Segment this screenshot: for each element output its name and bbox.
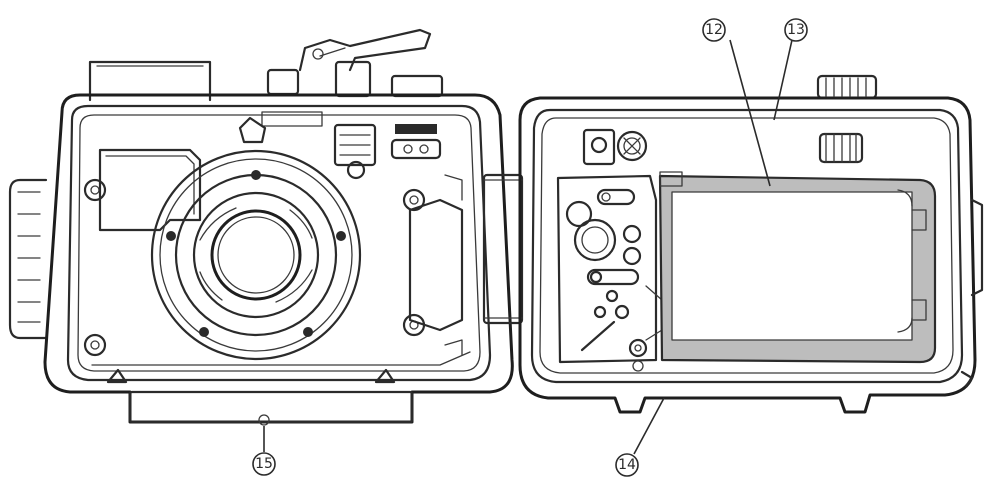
callout-15: 15 <box>252 426 276 476</box>
side-knob <box>8 178 48 340</box>
top-mechanism <box>238 111 442 180</box>
latch-lever <box>266 28 444 98</box>
button-panel <box>556 174 663 372</box>
top-dial <box>816 74 878 100</box>
callout-13: 13 <box>773 18 808 121</box>
callout-14-label: 14 <box>618 457 636 473</box>
callout-14: 14 <box>615 397 665 477</box>
callout-12: 12 <box>702 18 771 187</box>
hinge <box>482 173 524 325</box>
callout-13-label: 13 <box>787 22 805 38</box>
callout-12-label: 12 <box>705 22 723 38</box>
rear-mode-dial <box>818 132 864 164</box>
front-housing <box>8 28 514 426</box>
back-door <box>518 74 984 414</box>
lens-port <box>150 149 362 361</box>
rear-control-cluster <box>582 128 648 166</box>
callout-15-label: 15 <box>255 456 273 472</box>
lcd-window <box>658 171 937 364</box>
